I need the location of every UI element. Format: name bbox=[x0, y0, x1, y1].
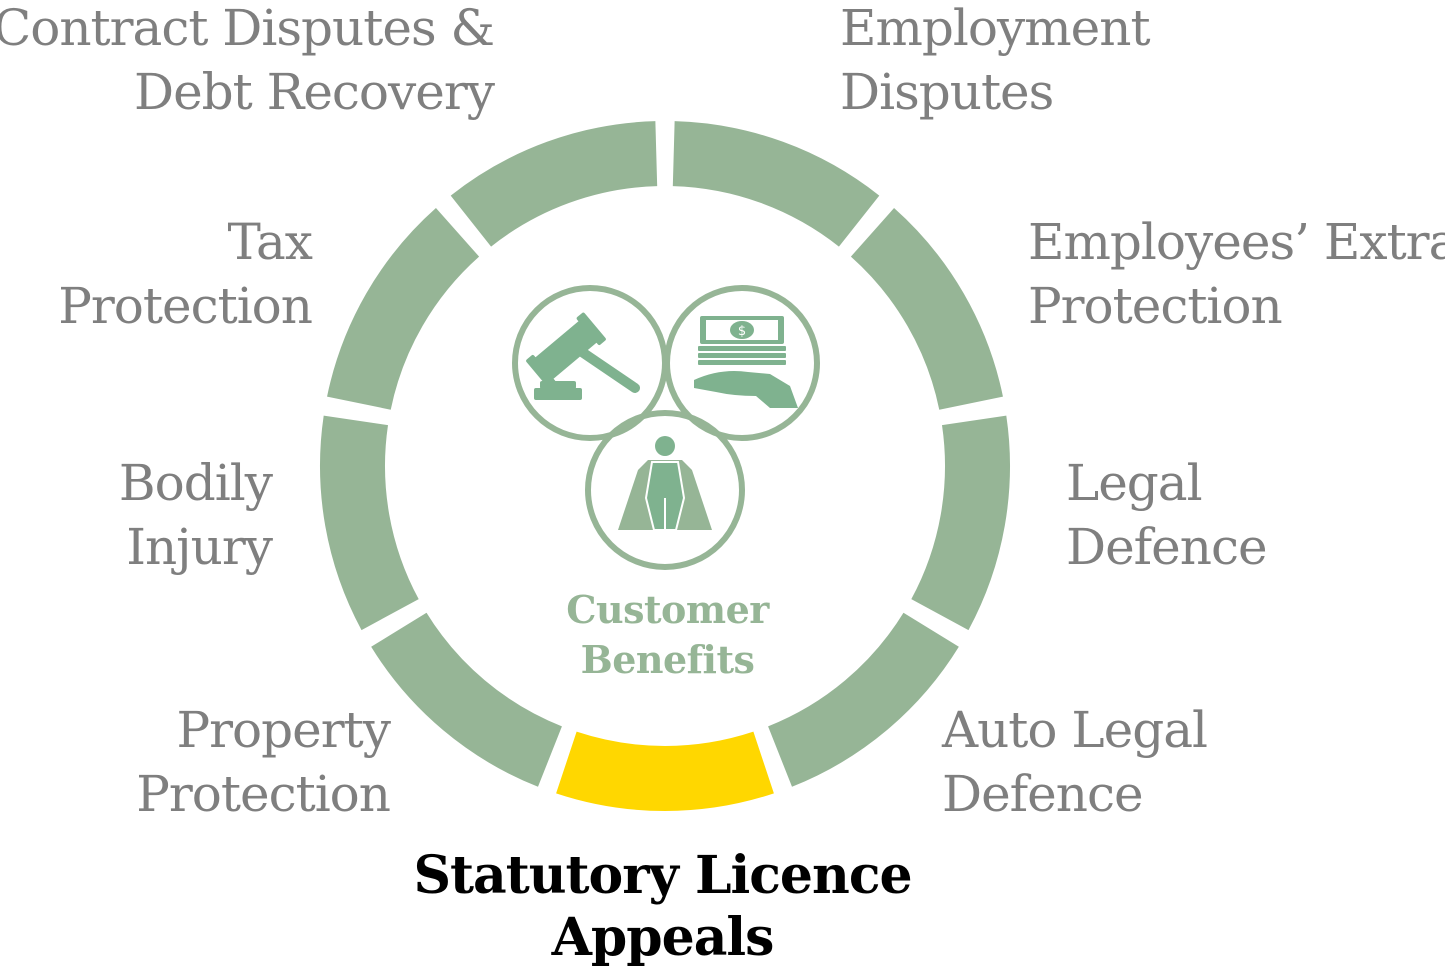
ring-segment-statutory-licence-appeals bbox=[556, 731, 774, 812]
superhero-cape-icon bbox=[618, 436, 712, 531]
ring-segment-property-protection bbox=[371, 612, 562, 787]
ring-segment-auto-legal-defence bbox=[768, 612, 959, 787]
money-in-hand-icon: $ bbox=[694, 316, 798, 408]
svg-text:$: $ bbox=[738, 324, 746, 339]
ring-segment-contract-disputes-debt-recovery bbox=[450, 121, 658, 247]
ring-segment-tax-protection bbox=[327, 208, 480, 410]
gavel-icon bbox=[526, 312, 640, 400]
hero-circle bbox=[585, 410, 745, 570]
ring-segments bbox=[320, 121, 1010, 812]
icon-circles-group bbox=[512, 285, 820, 570]
segment-label-contract-disputes: Contract Disputes &Debt Recovery bbox=[0, 0, 495, 121]
ring-segment-bodily-injury bbox=[320, 415, 419, 631]
money-circle bbox=[664, 285, 820, 441]
ring-segment-employees-extra-protection bbox=[850, 208, 1003, 410]
ring-segment-employment-disputes bbox=[672, 121, 880, 247]
ring-segment-legal-defence bbox=[911, 415, 1010, 631]
